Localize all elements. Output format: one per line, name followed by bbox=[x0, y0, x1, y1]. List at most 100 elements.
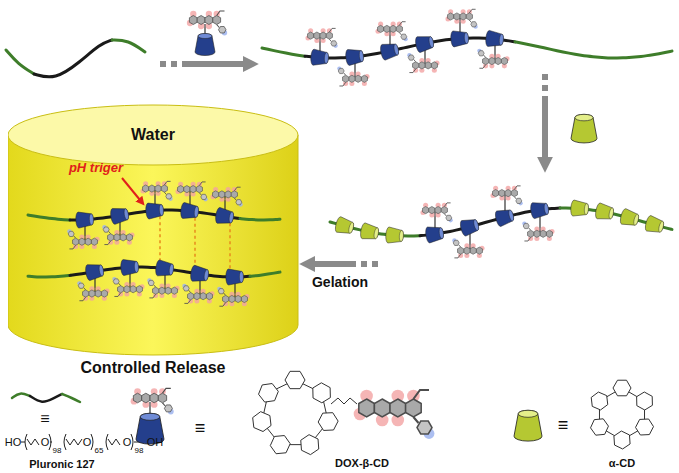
doxorubicin-molecule bbox=[445, 9, 477, 29]
aromatic-ring bbox=[396, 25, 402, 32]
aromatic-ring bbox=[89, 290, 95, 297]
cup-rim bbox=[393, 44, 399, 56]
cup-body bbox=[85, 262, 105, 281]
cyclodextrin-cup bbox=[155, 260, 174, 278]
aromatic-ring bbox=[431, 62, 437, 69]
sugar-ring bbox=[408, 55, 414, 60]
aromatic-ring bbox=[91, 238, 97, 245]
sugar-link bbox=[234, 198, 236, 200]
doxorubicin-molecule bbox=[305, 28, 337, 48]
polymer-chain bbox=[262, 48, 305, 56]
cup-body bbox=[494, 207, 515, 227]
doxorubicin-molecule bbox=[477, 49, 509, 69]
aromatic-ring bbox=[155, 185, 161, 192]
aromatic-ring bbox=[85, 238, 91, 245]
sugar-link bbox=[164, 192, 166, 194]
sugar-link bbox=[189, 290, 191, 292]
doxorubicin-molecule bbox=[175, 182, 207, 202]
sugar-link bbox=[484, 55, 486, 57]
cup-rim bbox=[359, 50, 364, 62]
formula-bond bbox=[108, 439, 120, 445]
aromatic-ring bbox=[528, 230, 534, 237]
sugar-link bbox=[469, 20, 471, 22]
aromatic-ring bbox=[101, 290, 107, 297]
aromatic-ring bbox=[390, 25, 396, 32]
host-guest-link bbox=[194, 218, 196, 268]
aromatic-ring bbox=[546, 230, 552, 237]
aromatic-ring bbox=[219, 191, 225, 198]
aromatic-ring bbox=[196, 186, 202, 193]
cup-rim bbox=[98, 265, 104, 277]
doxorubicin-molecule bbox=[375, 22, 407, 42]
cup-body bbox=[459, 217, 480, 237]
aromatic-ring bbox=[194, 293, 200, 300]
sugar-ring bbox=[78, 283, 84, 288]
aromatic-ring bbox=[343, 75, 349, 82]
doxorubicin-molecule bbox=[522, 221, 554, 241]
polymer-chain bbox=[28, 215, 70, 220]
sugar-ring bbox=[471, 22, 477, 27]
aromatic-ring bbox=[466, 13, 472, 20]
polymer-chain bbox=[62, 394, 80, 402]
cyclodextrin-cup bbox=[215, 207, 235, 226]
sugar-link bbox=[344, 73, 346, 75]
formula-bracket bbox=[64, 434, 66, 450]
side-chain bbox=[104, 241, 110, 245]
cup-body bbox=[359, 222, 379, 241]
side-chain bbox=[409, 69, 415, 73]
sugar-link bbox=[329, 39, 331, 41]
process-label: Gelation bbox=[312, 274, 368, 290]
cup-rim bbox=[439, 227, 445, 239]
aromatic-ring bbox=[314, 32, 320, 39]
sugar-link bbox=[74, 236, 76, 238]
sugar-link bbox=[224, 293, 226, 295]
sugar-ring bbox=[201, 194, 207, 199]
glucose-ring bbox=[591, 419, 609, 435]
cylinder-top bbox=[8, 105, 298, 165]
sugar-ring bbox=[236, 200, 242, 205]
side-chain bbox=[162, 388, 170, 393]
annotation-label: pH triger bbox=[69, 161, 123, 176]
sugar-ring bbox=[148, 280, 154, 285]
cup-body bbox=[215, 207, 235, 226]
aromatic-ring bbox=[534, 230, 540, 237]
cyclodextrin-cup bbox=[494, 207, 515, 227]
cup-rim bbox=[399, 230, 404, 241]
glucose-ring bbox=[270, 436, 290, 454]
aromatic-ring bbox=[374, 399, 390, 417]
aromatic-ring bbox=[149, 185, 155, 192]
cyclodextrin-cup bbox=[85, 262, 105, 281]
aromatic-ring bbox=[159, 287, 165, 294]
cup-body bbox=[345, 48, 364, 66]
cyclodextrin-cup bbox=[334, 216, 355, 236]
sugar-ring bbox=[523, 223, 529, 228]
cyclodextrin-cup bbox=[425, 225, 445, 243]
cup-rim bbox=[575, 114, 593, 121]
cup-rim bbox=[499, 34, 504, 46]
aromatic-ring bbox=[493, 189, 499, 196]
sugar-link bbox=[84, 288, 86, 290]
sugar-link bbox=[154, 285, 156, 287]
aromatic-ring bbox=[171, 287, 177, 294]
aromatic-ring bbox=[158, 393, 166, 403]
aromatic-ring bbox=[476, 247, 482, 254]
cyclodextrin-cup bbox=[195, 34, 215, 56]
cup-body bbox=[145, 202, 164, 219]
aromatic-ring bbox=[423, 206, 429, 213]
cup-rim bbox=[373, 227, 379, 239]
gel-container: WaterControlled Release bbox=[8, 100, 300, 382]
sugar-ring bbox=[164, 405, 172, 412]
cyclodextrin-cup bbox=[571, 114, 597, 143]
side-chain bbox=[524, 237, 530, 241]
aromatic-ring bbox=[205, 16, 213, 25]
aromatic-ring bbox=[190, 186, 196, 193]
aromatic-ring bbox=[143, 185, 149, 192]
aromatic-ring bbox=[483, 57, 489, 64]
equivalence-sign: ≡ bbox=[195, 418, 206, 439]
aromatic-ring bbox=[213, 16, 221, 25]
sugar-ring bbox=[166, 194, 172, 199]
cup-body bbox=[120, 259, 138, 276]
sugar-link bbox=[414, 59, 416, 61]
glucose-ring bbox=[318, 413, 338, 431]
sugar-ring bbox=[446, 215, 452, 220]
